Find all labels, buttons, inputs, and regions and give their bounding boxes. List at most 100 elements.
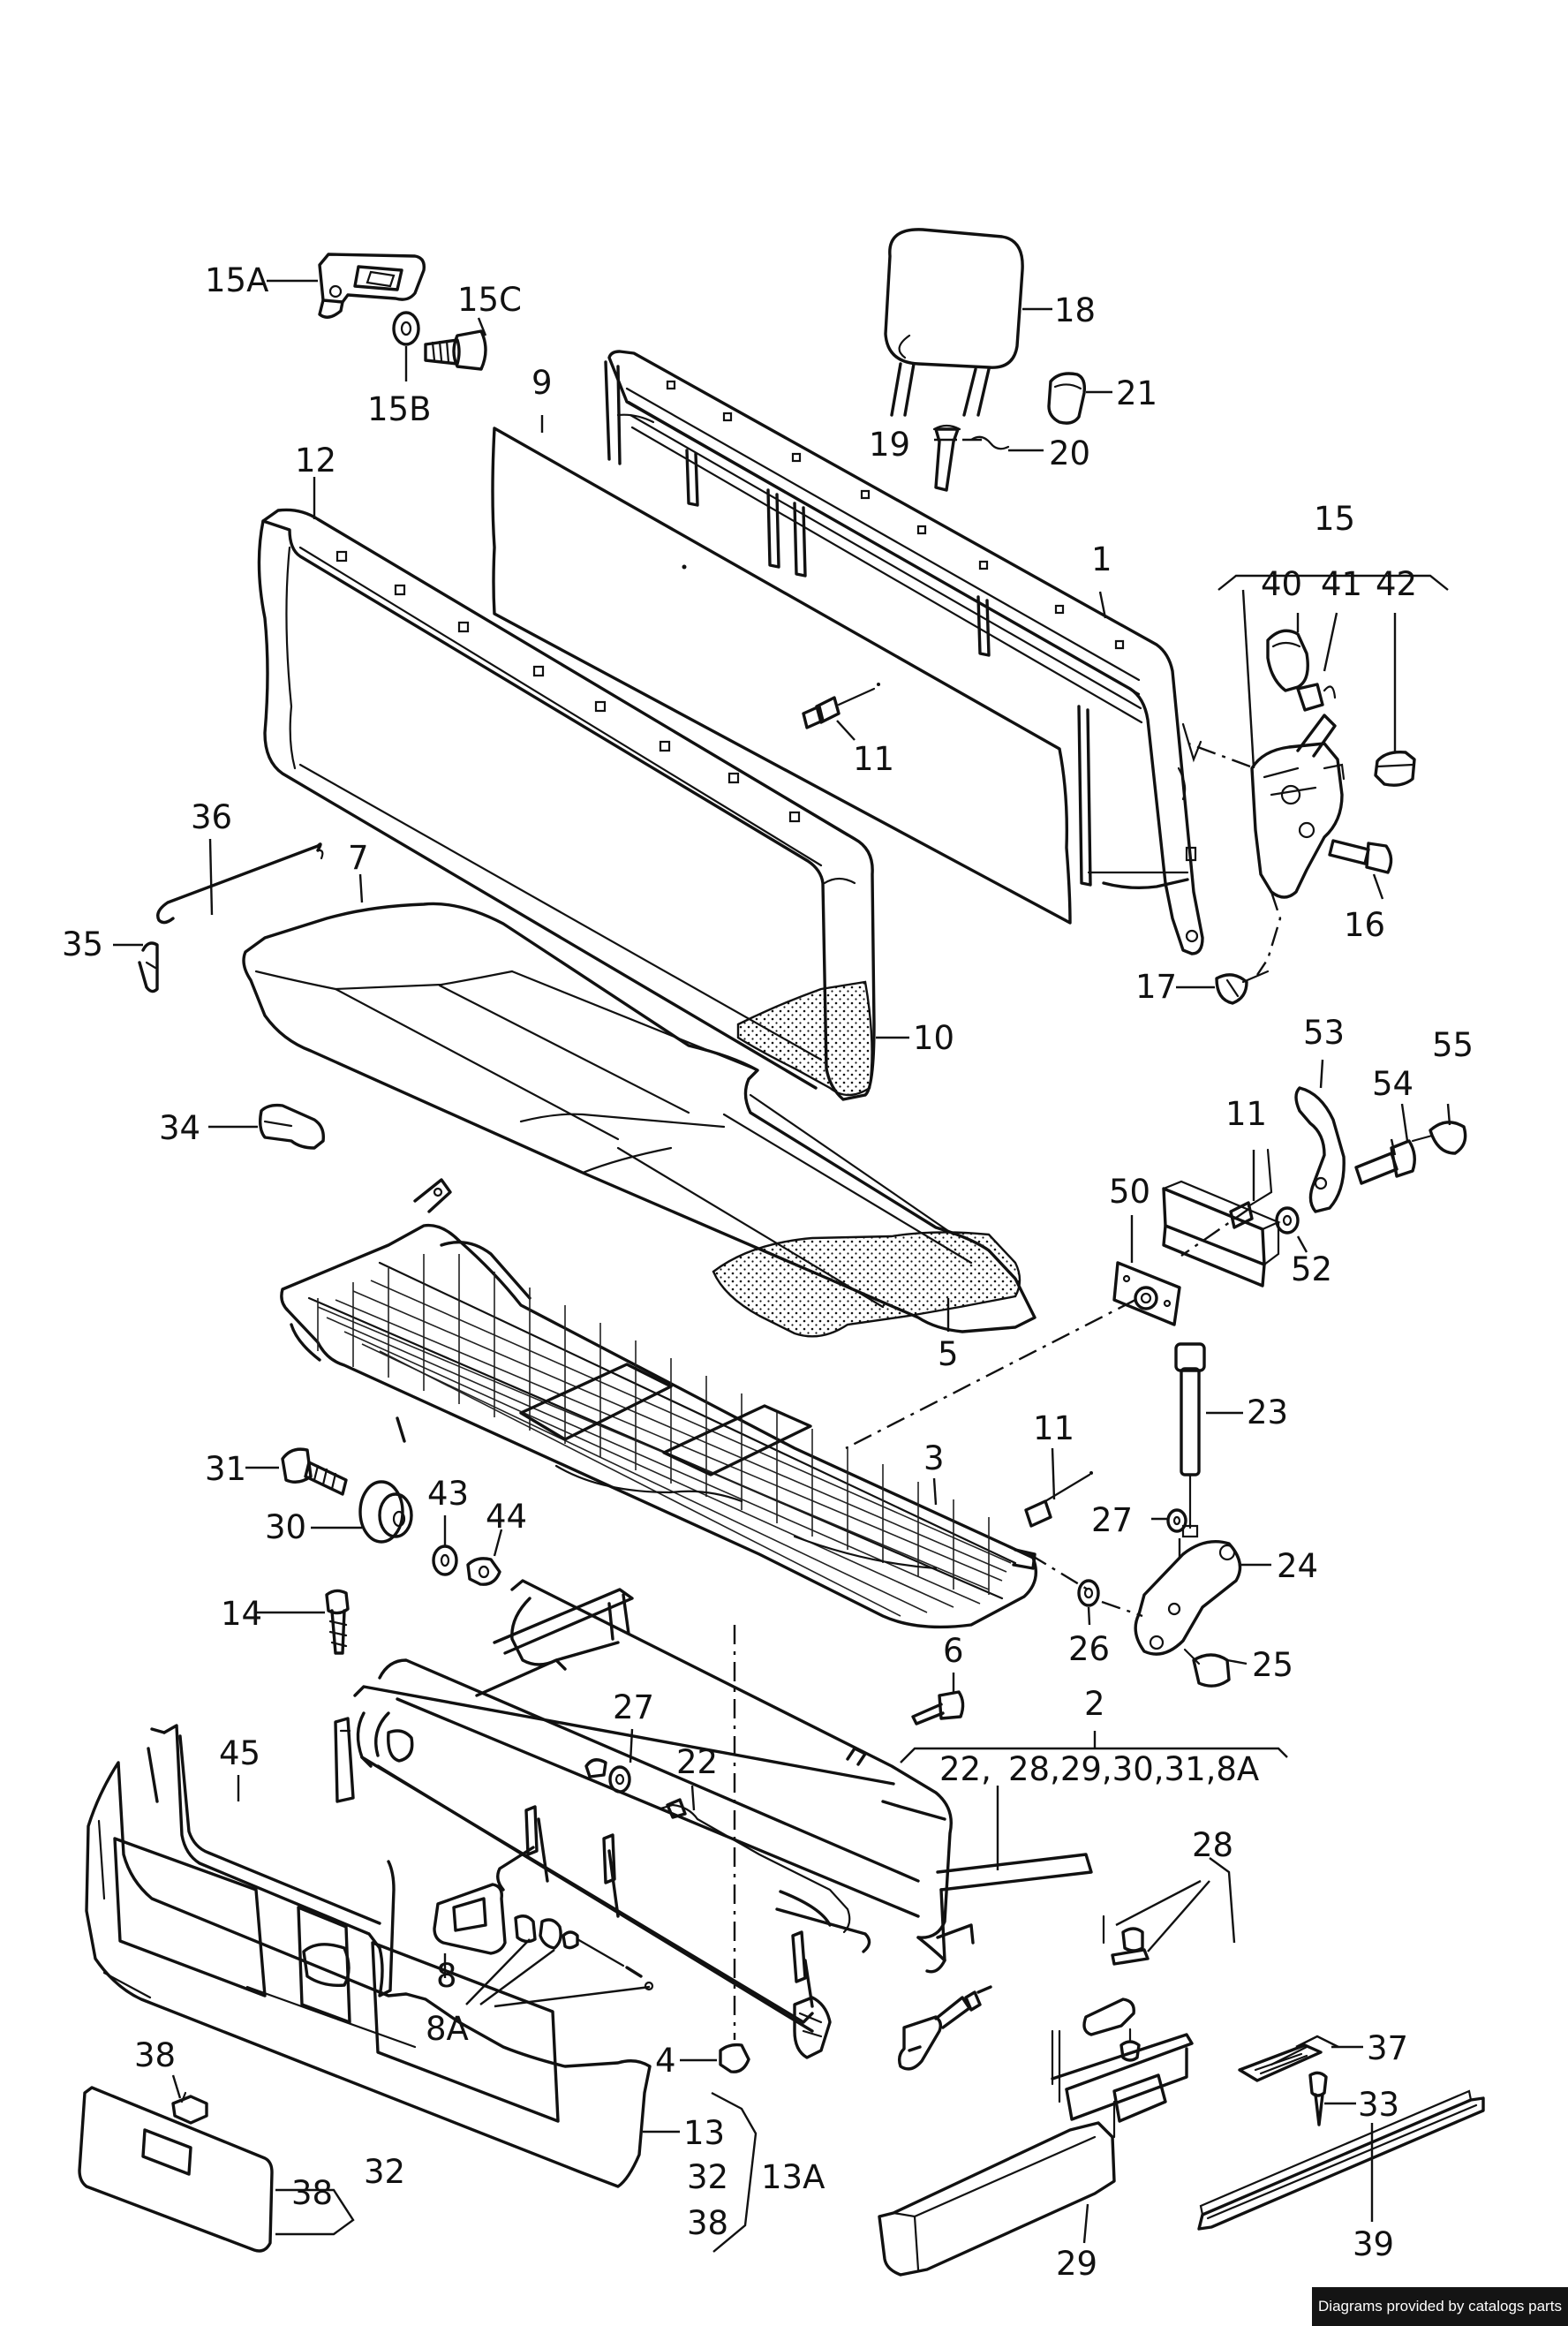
- side-trim: [147, 1724, 396, 1997]
- callout-53: 53: [1303, 1014, 1345, 1052]
- seat-frame: [280, 1178, 1037, 1629]
- callout-11: 11: [853, 740, 894, 778]
- hex-bolt: [1328, 839, 1393, 874]
- callout-26: 26: [1068, 1630, 1110, 1668]
- pin: [1308, 2071, 1328, 2126]
- callout-15A: 15A: [205, 261, 268, 299]
- seat-base-trim: [85, 1761, 652, 2188]
- callout-15B: 15B: [367, 390, 431, 428]
- lower-frame: [334, 1579, 1093, 2059]
- callout-24: 24: [1277, 1547, 1318, 1585]
- callout-15: 15: [1314, 500, 1355, 538]
- callout-19: 19: [869, 426, 910, 464]
- backrest-frame: [604, 350, 1204, 955]
- callout-13: 13: [683, 2114, 725, 2152]
- cover-cap: [1374, 751, 1416, 787]
- latch-assembly: [897, 1914, 1150, 2071]
- assembly-line: [845, 1298, 1136, 1450]
- screw: [325, 1589, 350, 1655]
- callout-38: 38: [134, 2036, 176, 2074]
- callout-40: 40: [1261, 565, 1302, 603]
- rivet: [584, 1758, 607, 1778]
- callout-34: 34: [159, 1109, 200, 1147]
- callout-6: 6: [943, 1632, 964, 1670]
- callout-28: 28: [1192, 1826, 1233, 1864]
- assembly-line: [1256, 891, 1282, 976]
- gas-strut: [1174, 1342, 1206, 1538]
- bushing-set: [514, 1914, 654, 1991]
- callout-38: 38: [687, 2204, 728, 2242]
- screw: [911, 1690, 965, 1726]
- callout-55: 55: [1432, 1026, 1474, 1064]
- callout-50: 50: [1109, 1173, 1150, 1211]
- clip: [258, 1103, 325, 1150]
- callout-41: 41: [1321, 565, 1362, 603]
- credit-footer: Diagrams provided by catalogs parts: [1312, 2287, 1568, 2326]
- washer: [608, 1765, 631, 1794]
- lever-plate: [1134, 1540, 1242, 1656]
- callout-38: 38: [291, 2174, 333, 2212]
- bracket-rail: [1162, 1180, 1281, 1288]
- guide-pin: [932, 424, 1010, 492]
- callout-25: 25: [1252, 1646, 1293, 1684]
- callout-28-list: 28,29,30,31,8A: [1008, 1750, 1259, 1788]
- screw: [1411, 1121, 1467, 1155]
- assembly-line: [1029, 1552, 1089, 1591]
- washer: [432, 1544, 458, 1576]
- callout-33: 33: [1358, 2086, 1399, 2124]
- rod: [156, 842, 324, 925]
- knob: [1183, 1648, 1231, 1688]
- clip: [1296, 683, 1337, 712]
- callout-11: 11: [1033, 1409, 1074, 1447]
- callout-18: 18: [1054, 291, 1096, 329]
- callout-54: 54: [1372, 1065, 1413, 1103]
- callout-22: 22: [676, 1743, 718, 1781]
- callout-12: 12: [295, 442, 336, 480]
- callout-23: 23: [1247, 1393, 1288, 1431]
- callout-39: 39: [1353, 2225, 1394, 2263]
- callout-1: 1: [1091, 540, 1112, 578]
- callout-16: 16: [1344, 906, 1385, 944]
- cover-plate: [78, 2086, 274, 2253]
- recliner-mechanism: [1250, 714, 1346, 899]
- callout-8A: 8A: [426, 2010, 469, 2048]
- callout-4: 4: [655, 2042, 676, 2080]
- callout-9: 9: [531, 364, 553, 402]
- cable: [659, 1798, 851, 1934]
- guide-plate: [1238, 2043, 1323, 2082]
- callout-29: 29: [1056, 2245, 1097, 2283]
- callout-22-list: 22,: [939, 1750, 991, 1788]
- callout-8: 8: [436, 1957, 457, 1995]
- callout-32: 32: [687, 2158, 728, 2196]
- roller: [358, 1480, 413, 1544]
- blind-rivet: [1024, 1471, 1093, 1528]
- blind-rivet: [1229, 1148, 1273, 1229]
- callout-42: 42: [1376, 565, 1417, 603]
- callout-20: 20: [1049, 434, 1090, 472]
- callout-32: 32: [364, 2153, 405, 2191]
- callout-36: 36: [191, 798, 232, 836]
- callout-21: 21: [1116, 374, 1157, 412]
- seat-cushion: [242, 902, 1037, 1338]
- nut: [466, 1557, 501, 1586]
- screw: [1215, 970, 1270, 1005]
- washer: [392, 311, 420, 346]
- washer: [1077, 1579, 1100, 1607]
- callout-31: 31: [205, 1450, 246, 1488]
- blind-rivet: [802, 683, 880, 729]
- callout-13A: 13A: [761, 2158, 825, 2196]
- assembly-line: [1187, 742, 1251, 768]
- leader-lines: [113, 279, 1451, 2253]
- callout-37: 37: [1367, 2029, 1408, 2067]
- washer: [1275, 1206, 1300, 1235]
- hex-bolt: [424, 329, 487, 371]
- callout-52: 52: [1291, 1250, 1332, 1288]
- washer: [1166, 1508, 1187, 1533]
- slide-rail: [878, 2029, 1194, 2277]
- callout-45: 45: [219, 1734, 260, 1772]
- rail-trim: [1197, 2089, 1485, 2231]
- hinge-bracket: [318, 253, 426, 319]
- callout-14: 14: [221, 1595, 262, 1633]
- assembly-line: [1180, 1207, 1251, 1257]
